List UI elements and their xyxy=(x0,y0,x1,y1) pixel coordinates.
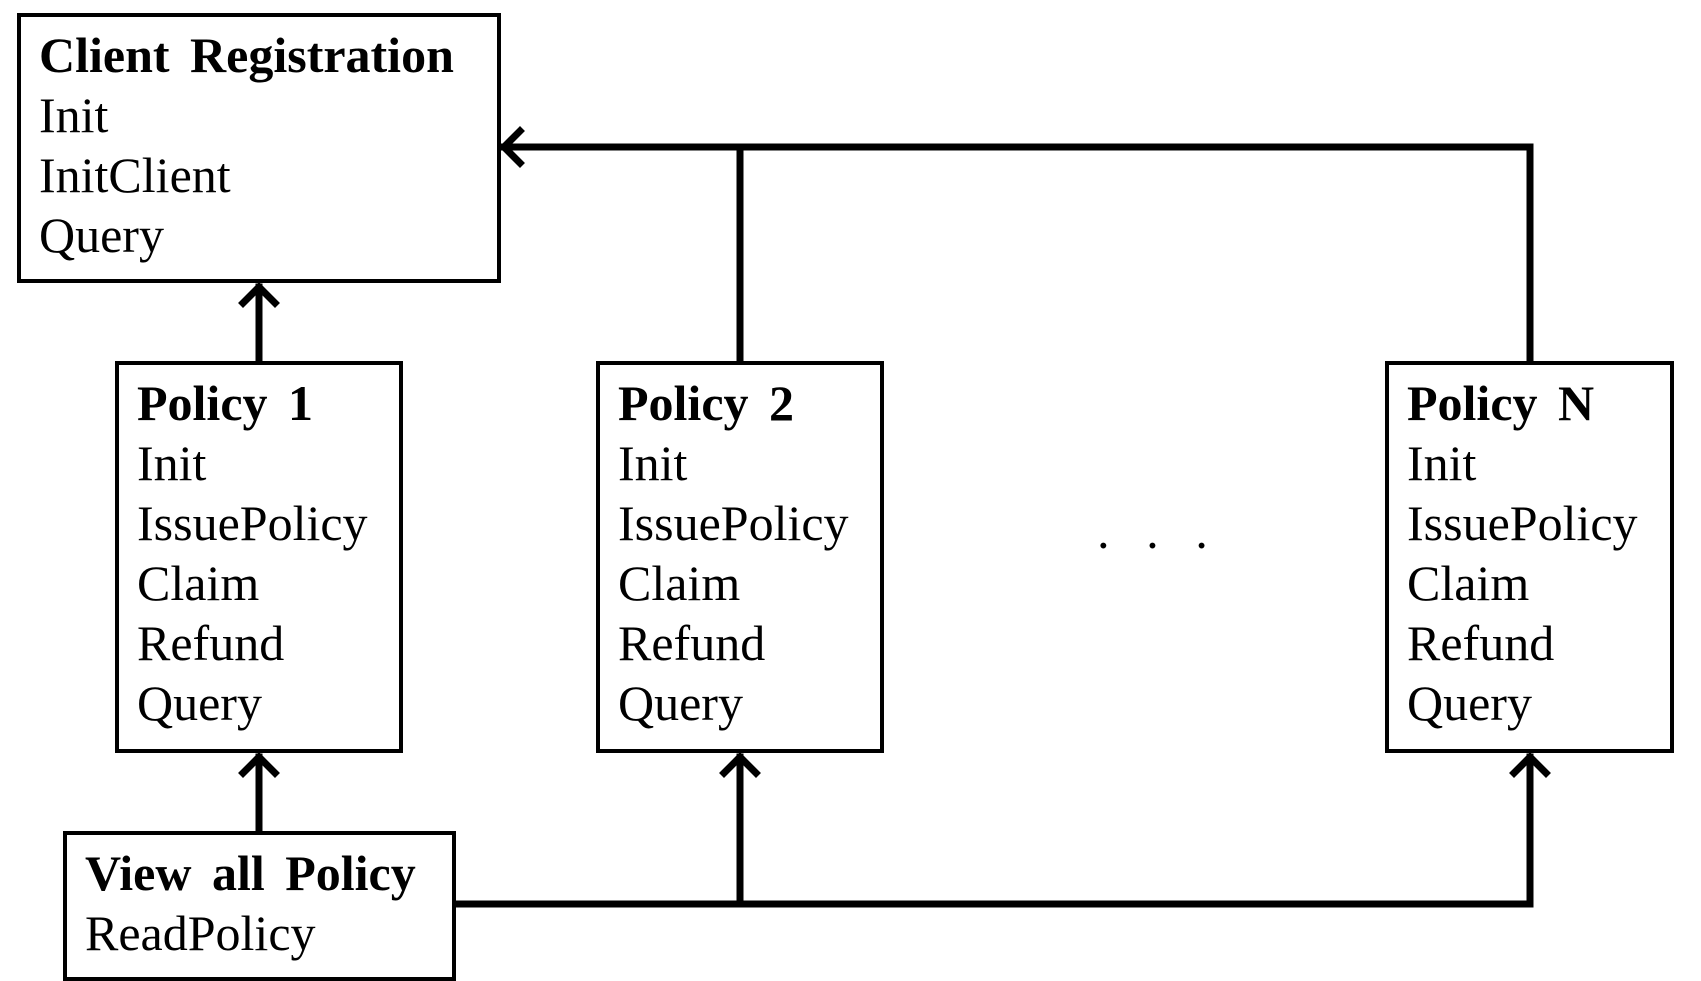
arrowhead-view-to-policy1 xyxy=(238,752,280,778)
arrowhead-view-to-policy2 xyxy=(719,752,761,778)
view-all-policy-item: ReadPolicy xyxy=(85,905,316,961)
policy-n-item: Claim xyxy=(1407,555,1530,611)
policy-n-item: IssuePolicy xyxy=(1407,495,1638,551)
view-all-policy-title: View all Policy xyxy=(85,845,416,901)
policy-n-item: Init xyxy=(1407,435,1477,491)
policy-2-box: Policy 2 Init IssuePolicy Claim Refund Q… xyxy=(596,361,884,753)
client-registration-item: InitClient xyxy=(39,147,231,203)
policy-2-item: Refund xyxy=(618,615,766,671)
policy-1-item: IssuePolicy xyxy=(137,495,368,551)
client-registration-box: Client Registration Init InitClient Quer… xyxy=(17,13,501,283)
policy-2-title: Policy 2 xyxy=(618,375,795,431)
policy-2-item: Claim xyxy=(618,555,741,611)
policy-1-box: Policy 1 Init IssuePolicy Claim Refund Q… xyxy=(115,361,403,753)
arrow-policy2-policyN-to-client xyxy=(500,143,1534,365)
client-registration-title: Client Registration xyxy=(39,27,454,83)
policy-n-box: Policy N Init IssuePolicy Claim Refund Q… xyxy=(1385,361,1674,753)
view-all-policy-box: View all Policy ReadPolicy xyxy=(63,831,456,981)
policy-1-item: Claim xyxy=(137,555,260,611)
arrow-view-to-policyN xyxy=(452,753,1534,908)
policy-2-item: Init xyxy=(618,435,688,491)
policy-n-item: Query xyxy=(1407,675,1532,731)
client-registration-item: Init xyxy=(39,87,109,143)
policy-n-item: Refund xyxy=(1407,615,1555,671)
arrowhead-view-to-policyN xyxy=(1509,752,1551,778)
more-policies-ellipsis: · · · xyxy=(1095,517,1220,573)
arrowhead-policy1-to-client xyxy=(238,282,280,308)
policy-1-title: Policy 1 xyxy=(137,375,314,431)
policy-1-item: Init xyxy=(137,435,207,491)
policy-1-item: Refund xyxy=(137,615,285,671)
policy-2-item: Query xyxy=(618,675,743,731)
policy-n-title: Policy N xyxy=(1407,375,1595,431)
arrowhead-into-client xyxy=(499,126,525,168)
policy-1-item: Query xyxy=(137,675,262,731)
client-registration-item: Query xyxy=(39,207,164,263)
policy-2-item: IssuePolicy xyxy=(618,495,849,551)
